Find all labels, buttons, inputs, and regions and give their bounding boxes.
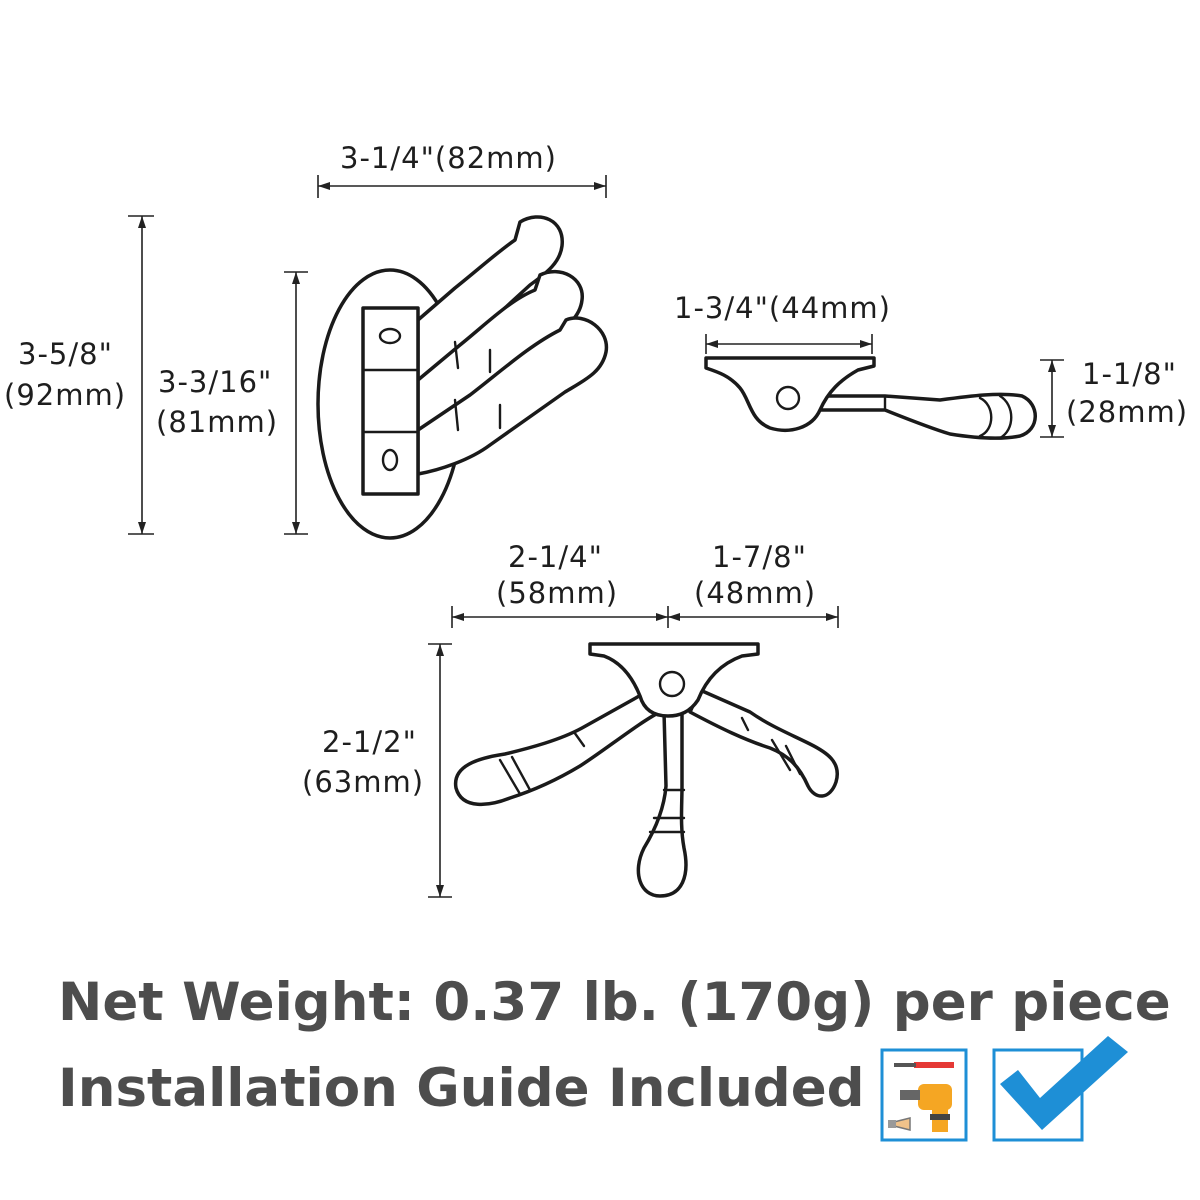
overall-width-label: 3-1/4"(82mm): [340, 141, 557, 175]
top-left-width-mm-label: (58mm): [496, 576, 618, 610]
top-depth-in-label: 2-1/2": [322, 725, 417, 759]
side-plate-width-label: 1-3/4"(44mm): [674, 291, 891, 325]
hook-arm-bottom: [416, 316, 609, 476]
top-arm-left: [453, 688, 662, 807]
net-weight-caption: Net Weight: 0.37 lb. (170g) per piece: [58, 972, 1171, 1033]
installation-caption: Installation Guide Included: [58, 1058, 865, 1119]
top-depth-mm-label: (63mm): [302, 765, 424, 799]
top-arm-right: [688, 688, 840, 798]
checkmark-icon: [992, 1036, 1128, 1142]
plate-height-mm-label: (81mm): [156, 405, 278, 439]
side-base: [704, 356, 876, 432]
side-view: 1-3/4"(44mm) 1-1/8" (28mm): [674, 291, 1188, 440]
side-pivot: [775, 385, 801, 411]
top-view: 2-1/4" (58mm) 1-7/8" (48mm) 2-1/2" (63mm…: [302, 540, 840, 898]
top-right-width-in-label: 1-7/8": [712, 540, 807, 574]
side-depth-mm-label: (28mm): [1066, 395, 1188, 429]
top-right-width-mm-label: (48mm): [694, 576, 816, 610]
overall-height-in-label: 3-5/8": [18, 337, 113, 371]
side-depth-in-label: 1-1/8": [1082, 357, 1177, 391]
top-arm-center: [636, 710, 688, 898]
top-base: [588, 642, 760, 718]
front-view: 3-1/4"(82mm) 3-5/8" (92mm) 3-3/16" (81mm…: [4, 141, 609, 540]
screw-hole-top: [378, 327, 402, 345]
mounting-block: [361, 306, 420, 496]
tools-icon: [880, 1048, 968, 1142]
top-left-width-in-label: 2-1/4": [508, 540, 603, 574]
side-arm: [818, 392, 1037, 440]
overall-height-mm-label: (92mm): [4, 378, 126, 412]
plate-height-in-label: 3-3/16": [158, 365, 272, 399]
screw-hole-bottom: [381, 448, 399, 472]
top-pivot: [658, 670, 686, 698]
